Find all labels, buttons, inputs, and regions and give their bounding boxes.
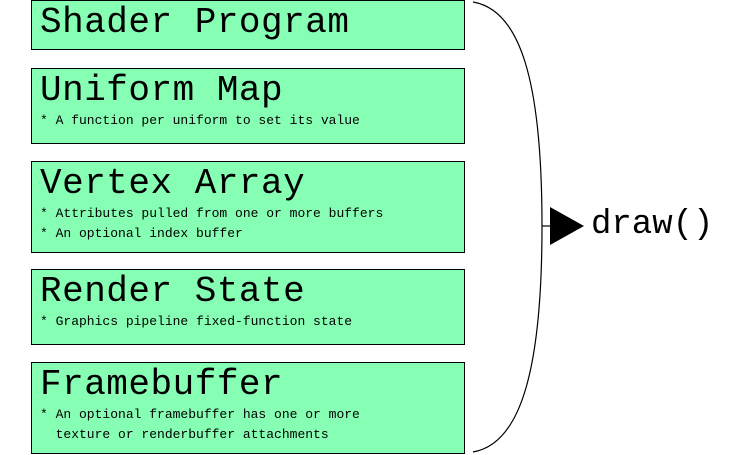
- arrow-head-icon: [550, 207, 584, 245]
- stage-note: texture or renderbuffer attachments: [40, 427, 329, 442]
- stage-title: Shader Program: [40, 2, 350, 43]
- stage-title: Framebuffer: [40, 364, 284, 405]
- stage-title: Uniform Map: [40, 70, 284, 111]
- stage-title: Vertex Array: [40, 163, 306, 204]
- stage-note: * A function per uniform to set its valu…: [40, 113, 360, 128]
- stage-note: * Graphics pipeline fixed-function state: [40, 314, 353, 329]
- stage-note: * An optional framebuffer has one or mor…: [40, 407, 360, 422]
- draw-call-label: draw(): [591, 206, 714, 244]
- stage-box-uniform-map: Uniform Map * A function per uniform to …: [31, 68, 465, 144]
- stage-box-vertex-array: Vertex Array * Attributes pulled from on…: [31, 161, 465, 253]
- stage-note: * Attributes pulled from one or more buf…: [40, 206, 384, 221]
- stage-box-render-state: Render State * Graphics pipeline fixed-f…: [31, 269, 465, 345]
- stage-box-framebuffer: Framebuffer * An optional framebuffer ha…: [31, 362, 465, 454]
- curly-brace: [472, 1, 543, 453]
- stage-note: * An optional index buffer: [40, 226, 243, 241]
- stage-box-shader-program: Shader Program: [31, 0, 465, 50]
- stage-title: Render State: [40, 271, 306, 312]
